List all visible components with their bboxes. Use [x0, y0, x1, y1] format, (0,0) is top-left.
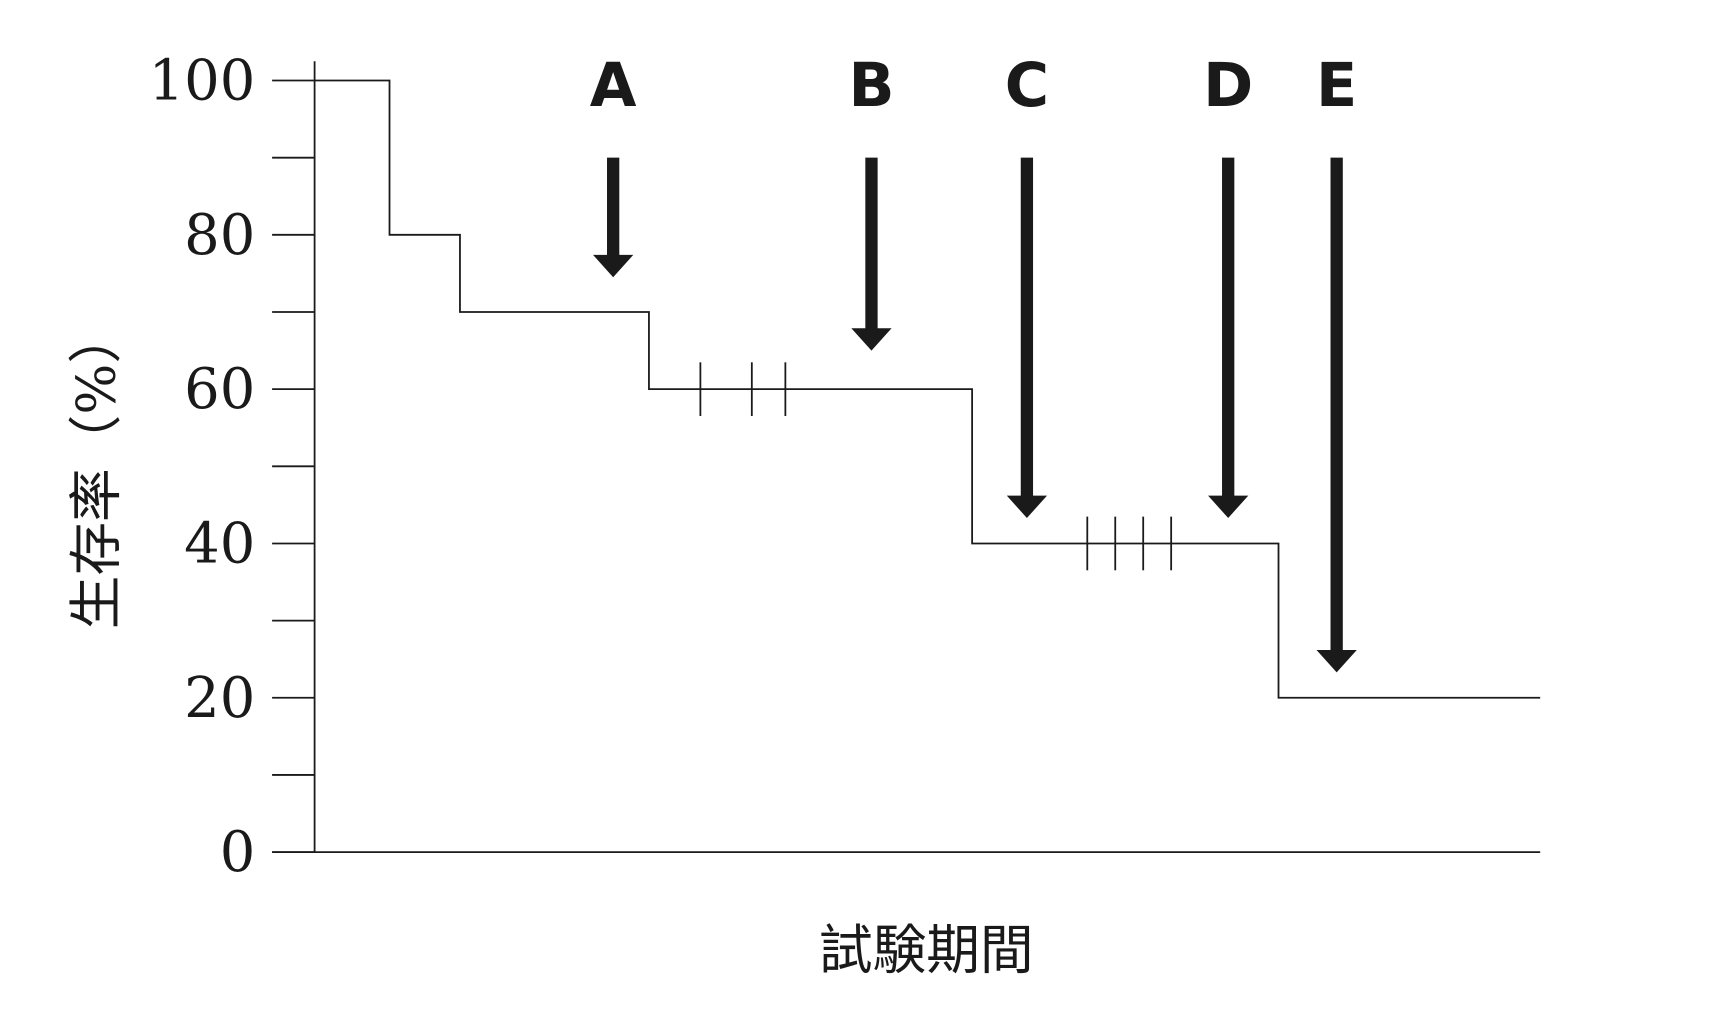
arrow-a-head-icon	[593, 254, 634, 278]
axes	[272, 61, 1541, 853]
censor-marks	[699, 362, 1173, 571]
arrow-label-a: A	[590, 51, 637, 121]
arrow-label-d: D	[1203, 51, 1253, 121]
arrow-c-head-icon	[1006, 495, 1048, 518]
arrow-b-head-icon	[851, 328, 892, 351]
arrow-label-e: E	[1316, 51, 1357, 121]
arrow-label-c: C	[1005, 51, 1049, 121]
y-axis-label: 生存率（%）	[64, 310, 127, 629]
y-tick-label: 80	[184, 203, 255, 268]
x-axis-label: 試験期間	[819, 918, 1034, 981]
arrow-label-b: B	[848, 51, 894, 121]
y-tick-label: 60	[184, 357, 255, 422]
survival-step-line	[314, 79, 1541, 699]
arrow-e-head-icon	[1316, 649, 1357, 673]
survival-curve	[314, 79, 1541, 699]
y-tick-label: 100	[149, 49, 256, 114]
y-tick-label: 0	[220, 820, 256, 885]
y-tick-label: 20	[184, 666, 255, 731]
arrow-d-head-icon	[1208, 495, 1249, 518]
y-tick-label: 40	[184, 511, 255, 576]
y-ticks: 0 20 40 60 80 100	[149, 49, 315, 885]
